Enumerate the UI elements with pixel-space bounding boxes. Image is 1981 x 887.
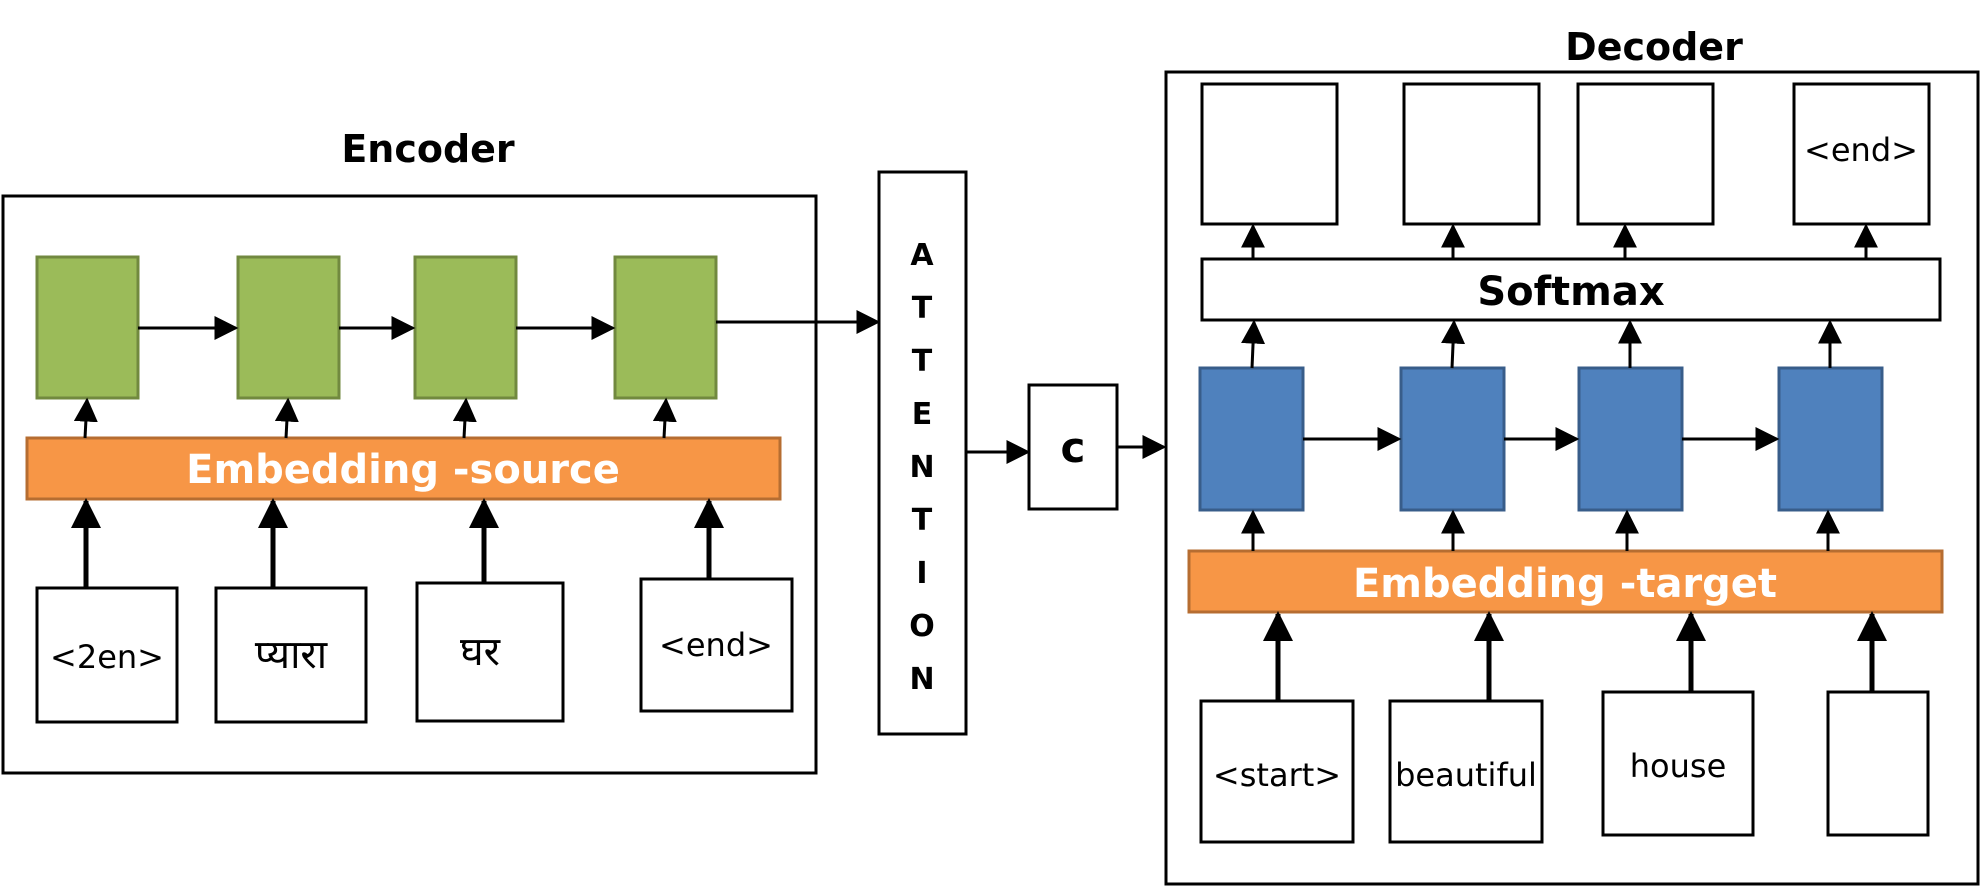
context-block: c [1027,383,1167,511]
encoder-embed-to-cell-arrow [73,397,98,439]
attention-letter: T [912,503,933,538]
encoder-frame [1,194,818,775]
attention-letter: T [912,344,933,379]
softmax-label: Softmax [1477,269,1664,315]
attention-letter: N [909,662,934,697]
decoder-output-word: <end> [1804,131,1918,169]
attention-letter: A [910,238,934,273]
embedding-target-label: Embedding -target [1353,561,1777,607]
encoder-input-word: <end> [659,626,773,664]
decoder-cell [1577,366,1684,512]
attention-letter: T [912,291,933,326]
decoder-input-box [1199,699,1355,844]
encoder-embed-to-cell-arrow [274,397,299,439]
encoder-input-box [35,586,179,724]
attention-letter: O [909,609,935,644]
encoder-input-box [415,581,565,723]
decoder-cell [1777,366,1884,512]
context-label: c [1061,423,1086,472]
attention-letter: E [912,397,933,432]
encoder-block: Encoder Embedding -source <2en> प्यारा घ… [1,127,881,775]
decoder-cell-to-softmax-arrow [1441,319,1466,369]
encoder-cell [413,255,518,400]
decoder-input-box [1388,699,1544,844]
decoder-output-box [1200,82,1339,226]
context-box [1027,383,1119,511]
encoder-input-box [214,586,368,724]
embedding-source-label: Embedding -source [186,447,620,493]
encoder-input-word: <2en> [50,638,164,676]
attention-letter: I [916,556,927,591]
decoder-frame [1164,70,1980,886]
embedding-source-bar [25,436,782,501]
decoder-cell [1198,366,1305,512]
softmax-bar [1200,257,1942,322]
encoder-input-word: घर [460,629,501,675]
decoder-output-box [1402,82,1541,226]
decoder-input-box [1826,690,1930,837]
encoder-cell [236,255,341,400]
encoder-cell [35,255,140,400]
encoder-embed-to-cell-arrow [652,397,677,439]
decoder-input-word: house [1630,747,1727,785]
decoder-title: Decoder [1565,25,1743,69]
encoder-input-word: प्यारा [255,632,328,678]
decoder-cell [1399,366,1506,512]
decoder-output-box [1576,82,1715,226]
decoder-input-word: beautiful [1395,756,1537,794]
encoder-cell [613,255,718,400]
decoder-output-box [1792,82,1931,226]
decoder-input-box [1601,690,1755,837]
encoder-embed-to-cell-arrow [452,397,477,439]
embedding-target-bar [1187,549,1944,614]
decoder-cell-to-softmax-arrow [1241,319,1266,369]
decoder-input-word: <start> [1213,756,1341,794]
decoder-block: Decoder <end> Softmax [1164,25,1980,886]
encoder-title: Encoder [341,127,515,171]
attention-frame [877,170,968,736]
encoder-input-box [639,577,794,713]
attention-letter: N [909,450,934,485]
